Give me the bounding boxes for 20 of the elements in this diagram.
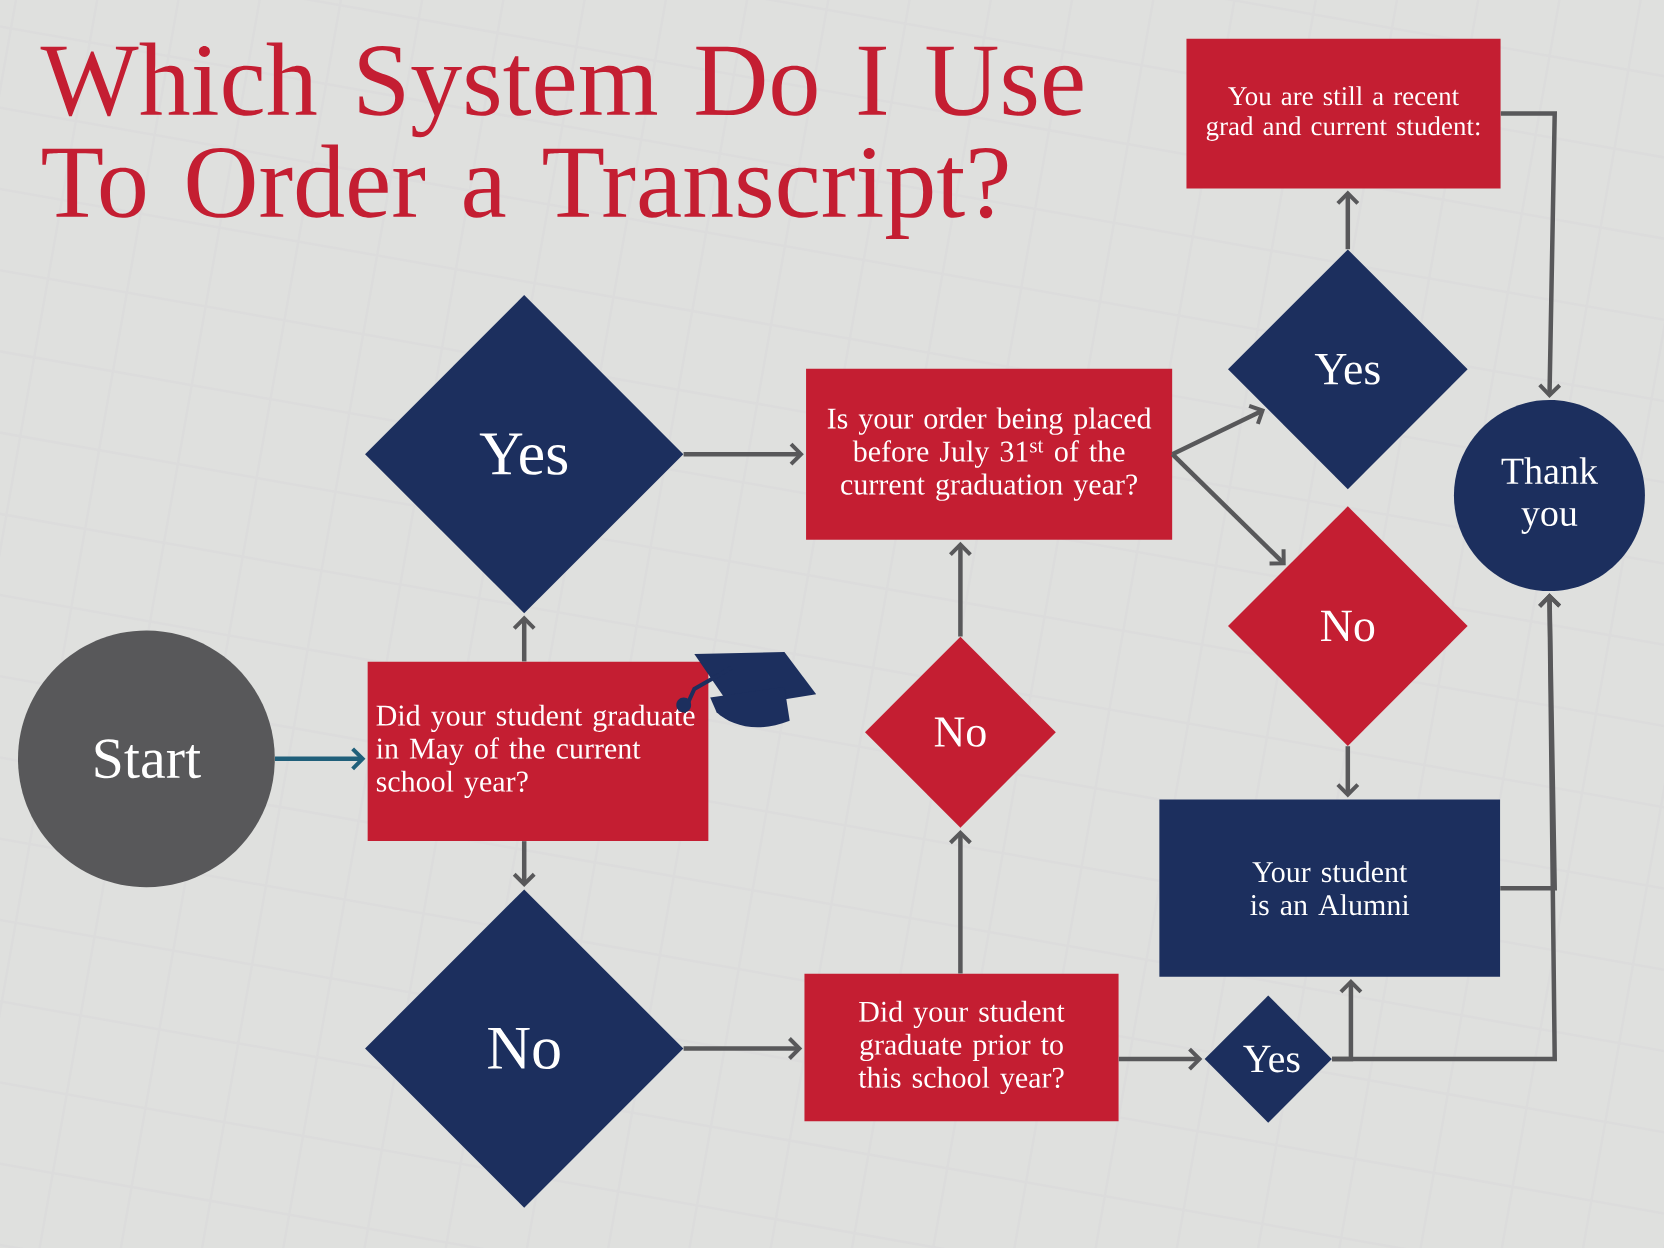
question-box: Is your order being placed before July 31$^{st}$ of the current graduation year? — [806, 368, 1173, 540]
arrow — [1170, 452, 1286, 566]
arrow — [949, 541, 972, 637]
answer-box: You are still a recent grad and current student: — [1186, 38, 1501, 189]
arrow — [949, 829, 972, 974]
arrow — [275, 747, 366, 771]
arrow — [512, 841, 536, 888]
title: Which System Do I Use To Order a Transcript? — [40, 42, 1083, 239]
arrow — [512, 615, 536, 662]
question-box: Did your student graduate prior to this school year? — [804, 973, 1119, 1122]
question-box: Did your student graduate in May of the current school year? — [367, 661, 709, 841]
arrow — [1336, 746, 1360, 798]
arrow — [1500, 593, 1562, 891]
arrow — [1500, 111, 1562, 398]
arrow — [683, 442, 804, 466]
answer-box: Your student is an Alumni — [1159, 799, 1501, 977]
arrow — [1336, 190, 1360, 250]
arrow — [1171, 404, 1266, 457]
arrow — [683, 1037, 803, 1060]
arrow — [1118, 1047, 1203, 1071]
